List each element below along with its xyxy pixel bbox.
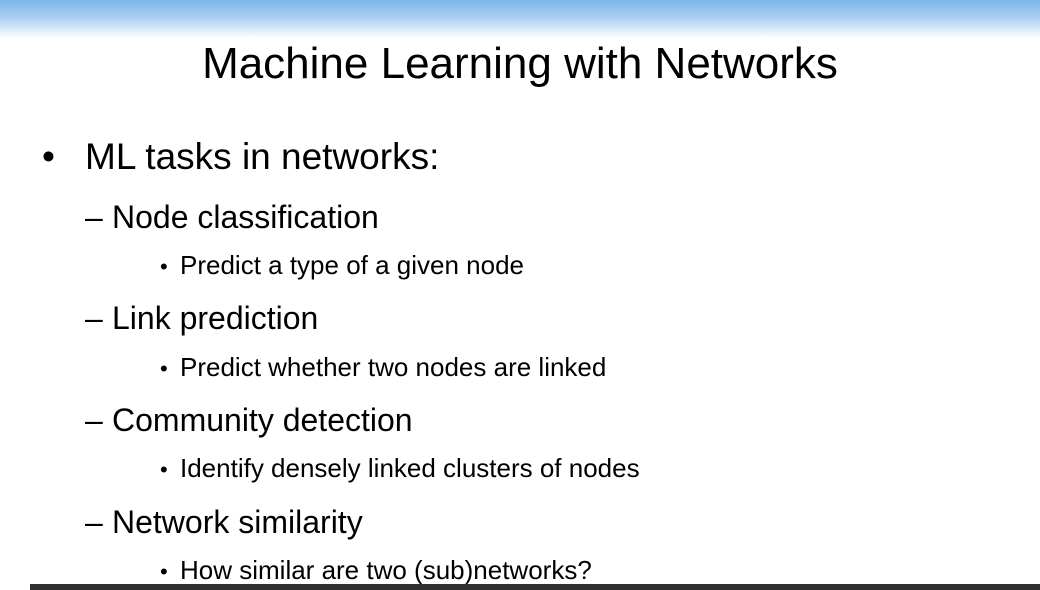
sub-item-label: Node classification xyxy=(112,198,379,235)
bullet-icon: • xyxy=(160,457,168,483)
detail-item-text: Identify densely linked clusters of node… xyxy=(180,453,640,484)
detail-item-community-detection: • Identify densely linked clusters of no… xyxy=(160,453,1040,484)
sub-item-label: Network similarity xyxy=(112,503,363,540)
slide-title: Machine Learning with Networks xyxy=(202,39,838,88)
detail-item-text: Predict a type of a given node xyxy=(180,250,525,281)
bullet-text: ML tasks in networks: xyxy=(85,136,440,178)
header-gradient-bar xyxy=(0,0,1040,38)
sub-item-label: Link prediction xyxy=(112,300,319,337)
sub-item-label: Community detection xyxy=(112,401,413,438)
bullet-item-ml-tasks: • ML tasks in networks: xyxy=(42,135,1040,179)
slide-body: • ML tasks in networks: – Node classific… xyxy=(0,135,1040,586)
detail-item-text: How similar are two (sub)networks? xyxy=(180,554,592,585)
sub-item-community-detection: – Community detection xyxy=(85,401,1040,439)
bullet-icon: • xyxy=(160,254,168,280)
detail-item-network-similarity: • How similar are two (sub)networks? xyxy=(160,555,1040,586)
bullet-icon: • xyxy=(160,558,168,584)
bullet-icon: • xyxy=(42,136,55,178)
bottom-edge-bar xyxy=(30,584,1040,590)
detail-item-link-prediction: • Predict whether two nodes are linked xyxy=(160,352,1040,383)
detail-item-node-classification: • Predict a type of a given node xyxy=(160,250,1040,281)
sub-item-link-prediction: – Link prediction xyxy=(85,299,1040,337)
dash-icon: – xyxy=(85,198,103,235)
dash-icon: – xyxy=(85,503,103,540)
sub-item-network-similarity: – Network similarity xyxy=(85,503,1040,541)
dash-icon: – xyxy=(85,300,103,337)
sub-item-node-classification: – Node classification xyxy=(85,198,1040,236)
bullet-icon: • xyxy=(160,355,168,381)
dash-icon: – xyxy=(85,401,103,438)
detail-item-text: Predict whether two nodes are linked xyxy=(180,351,607,382)
